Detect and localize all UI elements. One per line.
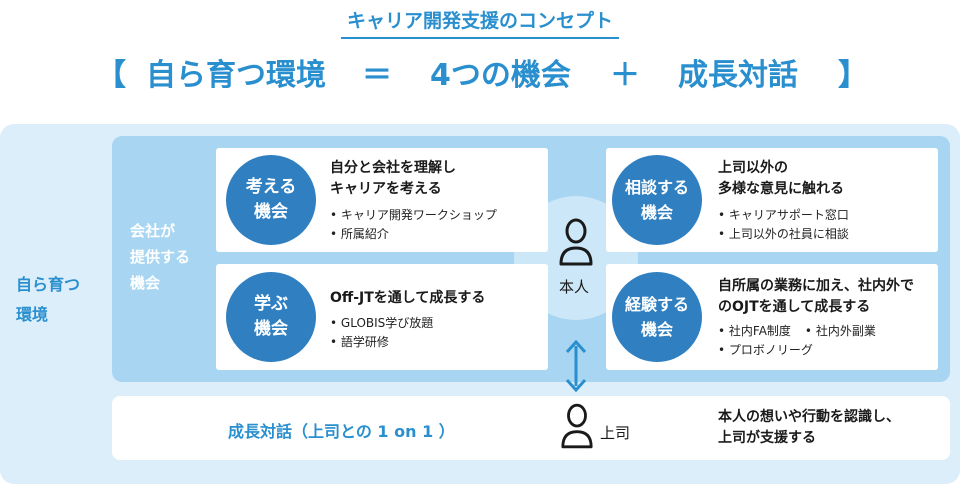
company-opportunities-label-text: 会社が 提供する 機会 xyxy=(130,222,191,292)
environment-label: 自ら育つ 環境 xyxy=(16,270,80,330)
concept-title-text: キャリア開発支援のコンセプト xyxy=(340,6,619,39)
card-think-bullet: 所属紹介 xyxy=(330,225,497,244)
person-boss-icon xyxy=(561,403,593,449)
card-experience-heading: 自所属の業務に加え、社内外で のOJTを通して成長する xyxy=(718,278,914,315)
formula-term-dialogue: 成長対話 xyxy=(678,58,798,93)
formula-term-environment: 自ら育つ環境 xyxy=(146,58,326,93)
person-self-label: 本人 xyxy=(559,278,590,296)
formula-open-bracket: 【 xyxy=(96,58,126,93)
formula-close-bracket: 】 xyxy=(838,58,868,93)
formula-term-opportunities: 4つの機会 xyxy=(430,58,571,93)
growth-dialogue-note: 本人の想いや行動を認識し、 上司が支援する xyxy=(718,409,900,446)
formula-equals: ＝ xyxy=(362,58,392,93)
card-learn-heading: Off-JTを通して成長する xyxy=(330,290,486,306)
card-think-bullets: キャリア開発ワークショップ 所属紹介 xyxy=(330,206,497,244)
card-consult-circle: 相談する 機会 xyxy=(612,155,702,245)
person-boss-label: 上司 xyxy=(600,424,631,442)
card-think-circle: 考える 機会 xyxy=(226,155,316,245)
card-consult-heading: 上司以外の 多様な意見に触れる xyxy=(718,160,844,197)
card-consult-bullet: 上司以外の社員に相談 xyxy=(718,225,849,244)
card-experience-bullets: 社内FA制度社内外副業 プロボノリーグ xyxy=(718,322,933,360)
growth-dialogue-title: 成長対話（上司との 1 on 1 ） xyxy=(228,422,455,441)
card-consult-bullet: キャリアサポート窓口 xyxy=(718,206,849,225)
card-consult-bullets: キャリアサポート窓口 上司以外の社員に相談 xyxy=(718,206,849,244)
double-arrow-icon xyxy=(565,339,587,393)
card-think-heading: 自分と会社を理解し キャリアを考える xyxy=(330,160,456,197)
card-experience-bullet: プロボノリーグ xyxy=(718,341,933,360)
card-learn-bullet: 語学研修 xyxy=(330,333,433,352)
card-learn-bullets: GLOBIS学び放題 語学研修 xyxy=(330,314,433,352)
person-self-icon xyxy=(559,218,593,266)
card-experience-bullet: 社内FA制度 xyxy=(718,322,791,341)
concept-title: キャリア開発支援のコンセプト xyxy=(0,6,960,39)
card-experience-circle: 経験する 機会 xyxy=(612,272,702,362)
card-experience-bullet: 社内外副業 xyxy=(805,322,876,341)
growth-dialogue-bar xyxy=(112,396,950,460)
card-learn-circle: 学ぶ 機会 xyxy=(226,272,316,362)
formula-plus: ＋ xyxy=(610,58,640,93)
environment-label-text: 自ら育つ 環境 xyxy=(16,275,81,324)
card-think-bullet: キャリア開発ワークショップ xyxy=(330,206,497,225)
company-opportunities-label: 会社が 提供する 機会 xyxy=(130,218,190,296)
card-learn-bullet: GLOBIS学び放題 xyxy=(330,314,433,333)
